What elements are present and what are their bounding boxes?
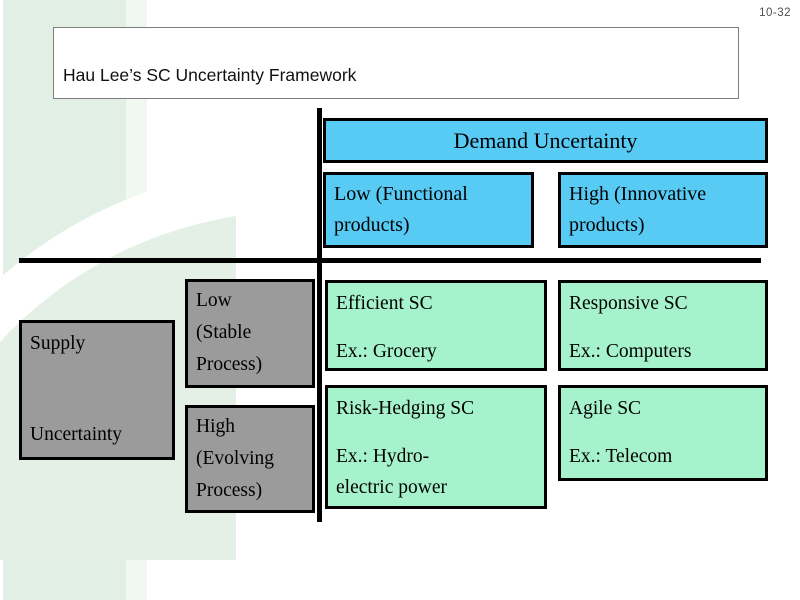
cell-name: Agile SC — [569, 398, 642, 419]
uncertainty-label: Uncertainty — [30, 424, 123, 445]
cell-example: Ex.: Computers — [569, 341, 692, 362]
title-box: Hau Lee’s SC Uncertainty Framework — [53, 27, 739, 99]
matrix-horizontal-axis — [19, 258, 761, 263]
page-number: 10-32 — [759, 7, 791, 19]
demand-uncertainty-header: Demand Uncertainty — [323, 118, 768, 163]
cell-responsive-sc: Responsive SC Ex.: Computers — [558, 280, 768, 371]
cell-efficient-sc: Efficient SC Ex.: Grocery — [325, 280, 547, 371]
cell-example: Ex.: Grocery — [336, 341, 437, 362]
cell-name: Risk-Hedging SC — [336, 398, 475, 419]
supply-low-header: Low (Stable Process) — [185, 279, 315, 388]
demand-uncertainty-label: Demand Uncertainty — [453, 128, 638, 153]
demand-high-header: High (Innovative products) — [558, 172, 768, 248]
cell-name: Efficient SC — [336, 293, 433, 314]
matrix-vertical-axis — [317, 108, 322, 522]
cell-example: Ex.: Telecom — [569, 446, 673, 467]
cell-example: Ex.: Hydro- electric power — [336, 446, 447, 498]
cell-agile-sc: Agile SC Ex.: Telecom — [558, 385, 768, 481]
supply-uncertainty-label-box: Supply Uncertainty — [19, 320, 175, 460]
demand-low-header: Low (Functional products) — [323, 172, 534, 248]
cell-risk-hedging-sc: Risk-Hedging SC Ex.: Hydro- electric pow… — [325, 385, 547, 509]
supply-label: Supply — [30, 333, 86, 354]
cell-name: Responsive SC — [569, 293, 688, 314]
supply-high-header: High (Evolving Process) — [185, 405, 315, 513]
page-title: Hau Lee’s SC Uncertainty Framework — [63, 65, 357, 85]
